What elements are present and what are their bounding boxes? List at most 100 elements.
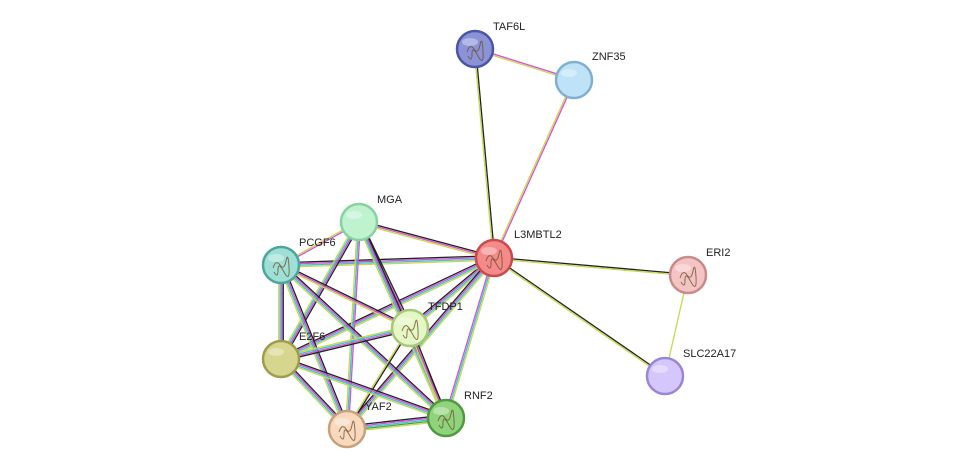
edge-strand-textmining	[279, 325, 411, 358]
edge-strand-experiments	[280, 256, 495, 359]
edge-taf6l-l3mbtl2[interactable]	[473, 48, 496, 259]
node-circle	[455, 29, 495, 69]
edge-strand-database	[346, 257, 496, 431]
edge-strand-coexpression	[281, 356, 448, 417]
edge-strand-database	[279, 264, 347, 430]
node-circle	[327, 409, 367, 449]
edge-strand-coexpression	[279, 255, 494, 358]
node-label: YAF2	[365, 401, 392, 413]
edge-strand-experiments	[358, 221, 495, 259]
protein-structure-icon	[338, 420, 356, 441]
node-circle	[474, 238, 514, 278]
node-circle	[339, 202, 379, 242]
protein-structure-icon	[485, 249, 503, 270]
node-highlight	[462, 38, 478, 46]
edge-strand-textmining	[348, 258, 497, 432]
protein-structure-icon	[272, 256, 290, 277]
edge-pcgf6-yaf2[interactable]	[278, 263, 350, 431]
node-circle	[668, 255, 708, 295]
node-mga[interactable]: MGA	[339, 194, 403, 242]
node-l3mbtl2[interactable]: L3MBTL2	[474, 229, 562, 278]
node-label: RNF2	[464, 390, 493, 402]
protein-structure-icon	[466, 40, 484, 61]
node-taf6l[interactable]: TAF6L	[455, 21, 525, 69]
node-label: MGA	[377, 194, 403, 206]
edge-strand-experiments	[280, 256, 495, 265]
edge-strand-database	[280, 359, 447, 420]
node-label: L3MBTL2	[514, 229, 562, 241]
edge-pcgf6-tfdp1[interactable]	[279, 263, 412, 330]
edge-tfdp1-yaf2[interactable]	[345, 326, 412, 431]
edge-strand-textmining	[278, 265, 346, 431]
node-yaf2[interactable]: YAF2	[327, 401, 392, 449]
edge-znf35-l3mbtl2[interactable]	[492, 79, 576, 259]
node-highlight	[561, 69, 577, 77]
edge-l3mbtl2-eri2[interactable]	[493, 256, 689, 277]
node-highlight	[481, 247, 497, 255]
edge-strand-textmining	[280, 259, 495, 268]
edge-strand-textmining	[492, 257, 666, 378]
node-highlight	[433, 407, 449, 415]
edge-tfdp1-e2f6[interactable]	[279, 325, 412, 362]
edge-strand-experiments	[347, 221, 362, 430]
edge-e2f6-l3mbtl2[interactable]	[279, 255, 496, 362]
node-label: E2F6	[299, 331, 325, 343]
edge-mga-l3mbtl2[interactable]	[357, 219, 496, 261]
edge-strand-experiments	[281, 221, 361, 361]
edge-strand-textmining	[281, 259, 496, 362]
edges-layer	[278, 47, 689, 433]
edge-strand-textmining	[344, 221, 359, 430]
edge-strand-textmining	[492, 79, 574, 259]
node-eri2[interactable]: ERI2	[668, 247, 730, 295]
node-label: SLC22A17	[683, 348, 736, 360]
node-highlight	[268, 254, 284, 262]
edge-strand-database	[280, 258, 495, 267]
edge-e2f6-rnf2[interactable]	[279, 356, 448, 421]
edge-strand-experiments	[280, 264, 411, 329]
node-circle	[426, 398, 466, 438]
edge-pcgf6-l3mbtl2[interactable]	[280, 255, 495, 268]
edge-strand-experiments	[443, 256, 494, 419]
node-circle	[554, 60, 594, 100]
node-rnf2[interactable]: RNF2	[426, 390, 493, 438]
edge-strand-textmining	[278, 265, 446, 421]
edge-strand-coexpression	[346, 327, 412, 431]
node-circle	[261, 245, 301, 285]
protein-structure-icon	[679, 266, 697, 287]
edge-strand-experiments	[281, 264, 349, 430]
edge-strand-coexpression	[358, 219, 496, 258]
node-label: TAF6L	[493, 21, 525, 33]
node-tfdp1[interactable]: TFDP1	[390, 301, 463, 348]
edge-strand-textmining	[279, 265, 410, 330]
node-highlight	[268, 348, 284, 356]
node-highlight	[397, 317, 413, 325]
edge-rnf2-l3mbtl2[interactable]	[443, 256, 497, 420]
node-circle	[645, 356, 685, 396]
node-highlight	[675, 264, 691, 272]
edge-strand-textmining	[279, 360, 446, 421]
edge-strand-experiments	[280, 328, 411, 361]
node-highlight	[346, 211, 362, 219]
node-slc22a17[interactable]: SLC22A17	[645, 348, 736, 396]
node-label: ERI2	[706, 247, 730, 259]
protein-structure-icon	[437, 409, 455, 430]
node-znf35[interactable]: ZNF35	[554, 51, 626, 100]
node-circle	[261, 339, 301, 379]
edge-strand-coexpression	[493, 256, 667, 377]
edge-strand-textmining	[357, 222, 495, 261]
node-pcgf6[interactable]: PCGF6	[261, 237, 336, 285]
edge-strand-coexpression	[475, 48, 496, 259]
edge-strand-textmining	[446, 257, 497, 420]
edge-strand-database	[280, 326, 411, 359]
node-e2f6[interactable]: E2F6	[261, 331, 325, 379]
edge-strand-textmining	[345, 326, 411, 430]
edge-mga-e2f6[interactable]	[278, 220, 362, 361]
node-highlight	[334, 418, 350, 426]
edge-mga-yaf2[interactable]	[344, 221, 362, 430]
edge-strand-textmining	[473, 48, 494, 259]
edge-strand-coexpression	[282, 263, 350, 429]
edge-l3mbtl2-slc22a17[interactable]	[492, 256, 667, 378]
edge-strand-database	[346, 221, 360, 430]
